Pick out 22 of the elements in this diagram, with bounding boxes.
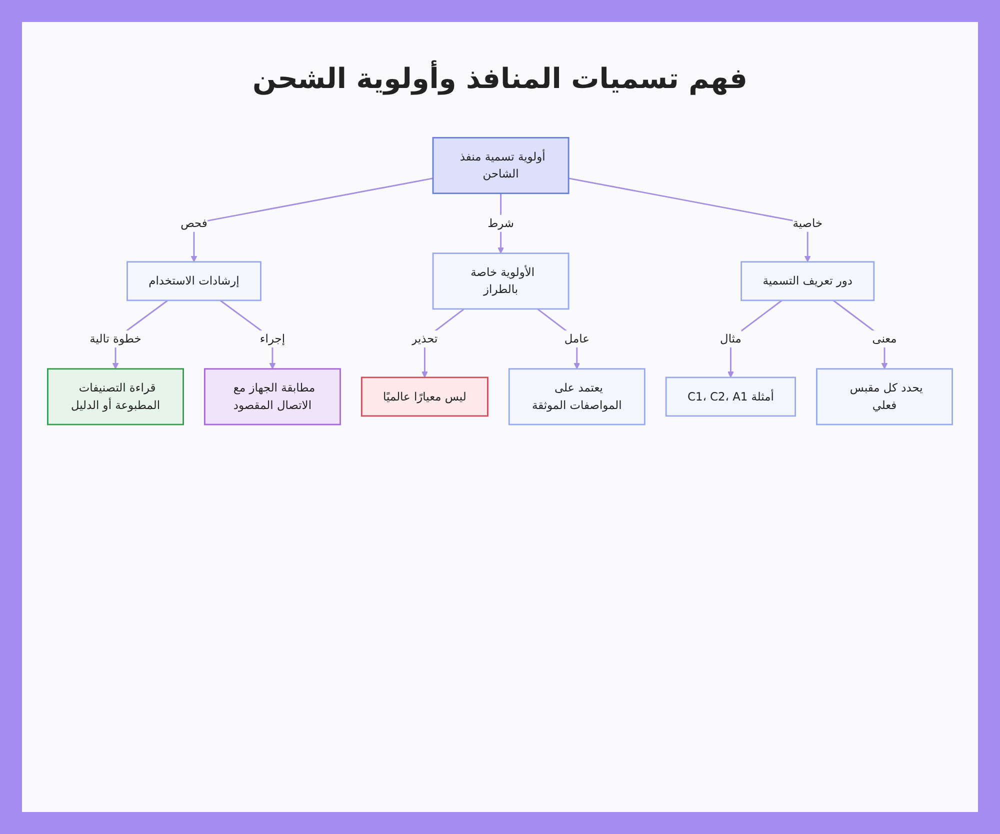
node-box: مطابقة الجهاز مع الاتصال المقصود	[204, 368, 341, 426]
node-box: الأولوية خاصة بالطراز	[432, 252, 570, 310]
edge-label: شرط	[488, 216, 514, 230]
edge-label: إجراء	[260, 332, 285, 346]
diagram-title: فهم تسميات المنافذ وأولوية الشحن	[252, 62, 748, 95]
edge-label: خاصية	[792, 216, 822, 230]
edge-label: عامل	[564, 332, 590, 346]
edge-label: مثال	[720, 332, 742, 346]
arrow	[568, 178, 811, 262]
edge-label: فحص	[180, 216, 208, 230]
node-box: أمثلة C1، C2، A1	[665, 376, 796, 417]
node-box: إرشادات الاستخدام	[126, 261, 262, 302]
edge-label: معنى	[872, 332, 897, 346]
node-box: يحدد كل مقبس فعلي	[816, 368, 953, 426]
node-box: يعتمد على المواصفات الموثقة	[508, 368, 646, 426]
node-box: ليس معيارًا عالميًا	[360, 376, 488, 417]
arrow	[190, 178, 434, 262]
node-box: قراءة التصنيفات المطبوعة أو الدليل	[47, 368, 184, 426]
edge-label: خطوة تالية	[90, 332, 142, 346]
node-box: دور تعريف التسمية	[740, 261, 875, 302]
node-box: أولوية تسمية منفذ الشاحن	[432, 137, 570, 194]
arrow	[728, 300, 782, 378]
